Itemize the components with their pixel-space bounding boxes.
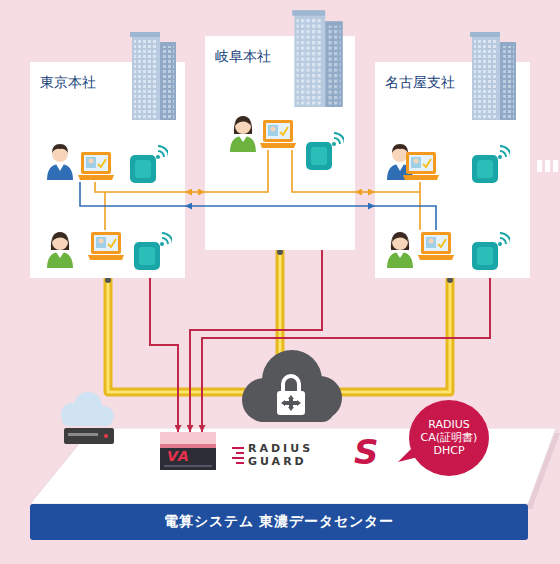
- buildings-part: [292, 10, 343, 107]
- product-logo: RADIUS GUARD: [248, 442, 340, 468]
- buildings: [130, 10, 516, 120]
- logo-bars-part: [232, 457, 244, 459]
- link-connector: [185, 205, 375, 207]
- inner-links-part: [375, 182, 420, 230]
- users-part: [387, 232, 413, 268]
- server-cloud-part: [104, 434, 108, 438]
- access-points-part: [472, 233, 511, 270]
- inner-links-part: [80, 182, 185, 206]
- node-text: 岐阜本社: [215, 48, 271, 66]
- auth-lines-part: [150, 278, 178, 432]
- users-part: [387, 144, 413, 180]
- vpn-cloud-part: [277, 391, 305, 415]
- va-appliance-part: [160, 448, 216, 470]
- va-appliance-part: [164, 465, 212, 467]
- product-logo-mark: S: [354, 434, 390, 470]
- service-bubble: RADIUS CA(証明書) DHCP: [398, 398, 490, 478]
- server-cloud-part: [62, 414, 112, 426]
- node-text: RADIUS CA(証明書) DHCP: [417, 418, 481, 457]
- dots-more: [537, 160, 558, 172]
- users-part: [403, 152, 439, 180]
- vpn-cloud-part: [283, 376, 299, 392]
- vpn-cloud-part: [250, 396, 334, 422]
- bubble-body: [409, 400, 489, 476]
- users-part: [47, 144, 73, 180]
- inner-links: [80, 150, 436, 230]
- buildings-part: [130, 32, 176, 120]
- access-points-part: [306, 133, 345, 170]
- logo-bars-part: [236, 462, 244, 464]
- va-appliance-part: [160, 432, 216, 444]
- access-points-part: [134, 233, 173, 270]
- inner-links-part: [95, 182, 185, 230]
- inner-links-part: [375, 206, 436, 230]
- link-connector: [185, 191, 205, 193]
- access-points-part: [472, 146, 511, 183]
- users: [47, 116, 454, 268]
- va-appliance: [160, 432, 216, 470]
- users-part: [78, 152, 114, 180]
- access-points: [130, 133, 511, 270]
- buildings-part: [470, 32, 516, 120]
- dots-more-part: [545, 160, 550, 172]
- logo-bars: [232, 447, 244, 464]
- vpn-cloud: [242, 350, 342, 422]
- server-cloud: [61, 392, 114, 444]
- datacenter-band: 電算システム 東濃データセンター: [30, 504, 528, 540]
- office-box: 岐阜本社: [205, 36, 355, 250]
- inner-links-part: [205, 150, 355, 192]
- node-text: 電算システム 東濃データセンター: [164, 513, 395, 531]
- users-part: [47, 232, 73, 268]
- server-cloud-part: [64, 428, 114, 444]
- users-part: [260, 120, 296, 148]
- users-part: [230, 116, 256, 152]
- device-logo: VA: [167, 448, 211, 464]
- server-cloud-part: [68, 433, 98, 436]
- users-part: [88, 232, 124, 260]
- users-part: [418, 232, 454, 260]
- connectors: [185, 192, 375, 206]
- vpn-cloud-part: [281, 395, 301, 411]
- vpn-cloud-part: [285, 401, 297, 405]
- node-text: 東京本社: [40, 74, 96, 92]
- dots-more-part: [553, 160, 558, 172]
- office-box: 東京本社: [30, 62, 185, 278]
- dots-more-part: [537, 160, 542, 172]
- link-connector: [355, 191, 375, 193]
- va-appliance-part: [160, 444, 216, 448]
- logo-bars-part: [236, 452, 244, 454]
- office-box: 名古屋支社: [375, 62, 530, 278]
- logo-bars-part: [232, 447, 244, 449]
- node-text: 名古屋支社: [385, 74, 455, 92]
- access-points-part: [130, 146, 169, 183]
